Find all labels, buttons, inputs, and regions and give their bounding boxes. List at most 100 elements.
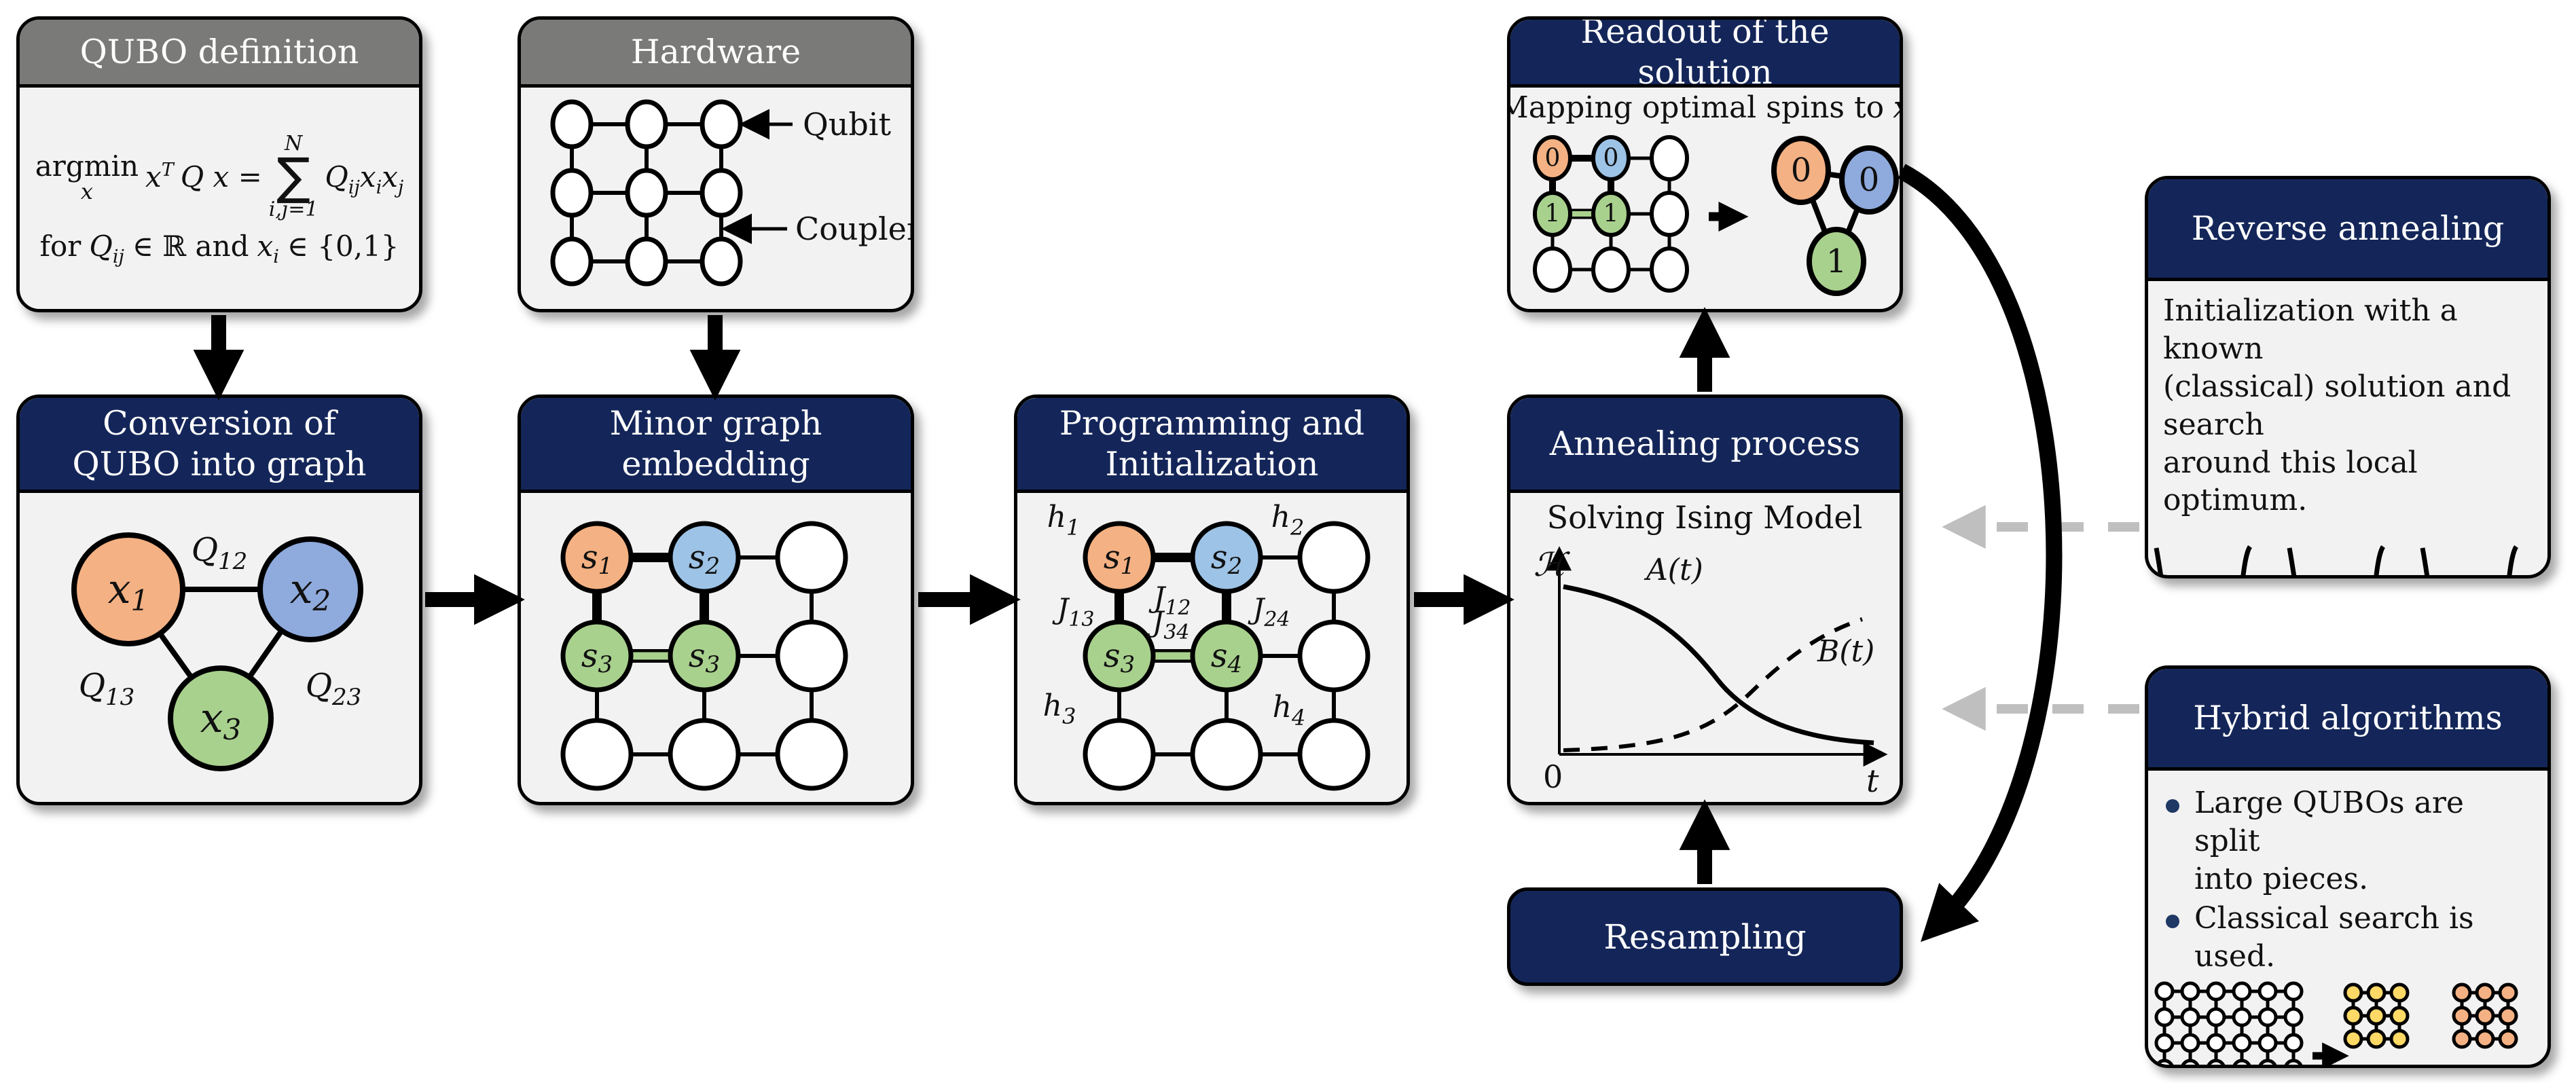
readout-subtitle: Mapping optimal spins to x <box>1510 90 1900 125</box>
svg-text:s3: s3 <box>581 637 613 678</box>
embedded-node-s1 <box>560 521 634 594</box>
coupling-label-j13: J13 <box>1051 592 1094 631</box>
embedded-node-s2 <box>668 521 741 594</box>
hardware-grid-graphic: Qubit Coupler <box>550 99 911 287</box>
result-node-x1 <box>1771 136 1831 205</box>
prog-node-s1 <box>1083 521 1156 594</box>
readout-grid-node-s3 <box>1533 191 1572 237</box>
hardware-qubits <box>550 99 743 287</box>
y-axis-label: ℋ <box>1534 546 1570 584</box>
bias-label-h4: h4 <box>1273 690 1306 731</box>
qubo-definition-header: QUBO definition <box>20 20 419 88</box>
svg-text:s2: s2 <box>689 538 720 580</box>
svg-text:0: 0 <box>1791 151 1812 189</box>
minor-embedding-body: s1 s2 s3 s3 <box>521 493 911 802</box>
bias-label-h1: h1 <box>1047 500 1081 540</box>
energy-landscape-sequence <box>2148 519 2547 579</box>
resampling-title: Resampling <box>1603 917 1807 957</box>
svg-text:x3: x3 <box>200 695 242 746</box>
svg-text:0: 0 <box>1603 145 1619 172</box>
conversion-box: Conversion of QUBO into graph x1 x2 x3 Q… <box>16 394 422 805</box>
bullet-icon <box>2166 914 2179 928</box>
x-axis-label: t <box>1866 763 1879 799</box>
annealing-box: Annealing process Solving Ising Model ℋ … <box>1507 394 1903 805</box>
bias-label-h3: h3 <box>1043 689 1076 729</box>
reverse-annealing-box: Reverse annealing Initialization with a … <box>2145 176 2551 579</box>
programming-body: s1 s2 s3 s4 h1 h2 h3 h4 J12 J13 J24 J34 <box>1017 493 1407 802</box>
edge-label-q13: Q13 <box>79 667 135 711</box>
embedded-node-s3b <box>668 619 741 693</box>
svg-text:s1: s1 <box>581 538 613 580</box>
svg-text:s3: s3 <box>689 637 720 678</box>
argmin-operator: argmin x <box>35 149 139 204</box>
prog-node-s2 <box>1190 521 1263 594</box>
hardware-body: Qubit Coupler <box>521 88 911 309</box>
svg-text:x2: x2 <box>290 566 331 617</box>
bullet-item: Classical search is used. <box>2166 900 2538 976</box>
embedded-node-s3a <box>560 619 634 693</box>
large-qubo-grid <box>2154 981 2304 1065</box>
readout-box: Readout of the solution Mapping optimal … <box>1507 16 1903 312</box>
qubit-label: Qubit <box>803 106 891 143</box>
curve-B-dashed <box>1563 617 1863 752</box>
curve-A <box>1563 584 1874 746</box>
summation-operator: N ∑ i,j=1 <box>268 132 319 221</box>
reverse-annealing-header: Reverse annealing <box>2148 179 2547 281</box>
svg-text:1: 1 <box>1826 242 1847 280</box>
svg-text:0: 0 <box>1859 161 1880 199</box>
readout-grid-node-s2 <box>1591 135 1631 181</box>
readout-result-triangle: 0 0 1 <box>1771 136 1899 296</box>
edge-label-q23: Q23 <box>306 667 362 711</box>
annealing-body: Solving Ising Model ℋ 0 t A(t) B(t) <box>1510 493 1900 802</box>
conversion-body: x1 x2 x3 Q12 Q13 Q23 <box>20 493 419 802</box>
embedding-grid: s1 s2 s3 s3 <box>560 521 848 791</box>
minor-embedding-box: Minor graph embedding <box>518 394 914 805</box>
readout-grid-node-s4 <box>1591 191 1631 237</box>
hybrid-algorithms-box: Hybrid algorithms Large QUBOs are split … <box>2145 665 2551 1068</box>
origin-label: 0 <box>1543 758 1563 795</box>
plot-title: Solving Ising Model <box>1547 499 1863 536</box>
graph-node-x1 <box>71 532 185 646</box>
graph-node-x2 <box>257 536 363 642</box>
programming-box: Programming and Initialization <box>1014 394 1410 805</box>
svg-text:1: 1 <box>1603 200 1619 228</box>
hardware-header: Hardware <box>521 20 911 88</box>
hardware-box: Hardware Qubit Coupler <box>518 16 914 312</box>
bullet-item: Large QUBOs are split into pieces. <box>2166 784 2538 898</box>
resampling-box: Resampling <box>1507 887 1903 986</box>
minor-embedding-header: Minor graph embedding <box>521 398 911 493</box>
reverse-annealing-body: Initialization with a known (classical) … <box>2148 281 2547 579</box>
svg-text:s3: s3 <box>1104 637 1135 678</box>
hardware-title: Hardware <box>630 32 801 71</box>
curve-B-label: B(t) <box>1817 634 1874 669</box>
reverse-annealing-description: Initialization with a known (classical) … <box>2163 293 2511 518</box>
bias-label-h2: h2 <box>1271 500 1305 540</box>
sub-qubo-grid-yellow <box>2343 983 2410 1049</box>
annealing-schedule-plot: Solving Ising Model ℋ 0 t A(t) B(t) <box>1534 499 1888 799</box>
programming-grid: s1 s2 s3 s4 h1 h2 h3 h4 J12 J13 J24 J34 <box>1043 500 1371 791</box>
landscape-search <box>2289 547 2383 579</box>
svg-text:s4: s4 <box>1211 637 1242 678</box>
svg-text:x1: x1 <box>108 566 149 617</box>
readout-grid: 0 0 1 1 <box>1533 135 1689 293</box>
hybrid-bullet-list: Large QUBOs are split into pieces. Class… <box>2148 771 2547 976</box>
bullet-icon <box>2166 799 2179 813</box>
svg-text:0: 0 <box>1545 145 1561 172</box>
landscape-initial <box>2156 547 2250 579</box>
prog-node-s3 <box>1083 619 1156 693</box>
qubo-graph: x1 x2 x3 Q12 Q13 Q23 <box>71 531 363 771</box>
qubo-splitting-graphic <box>2154 981 2518 1065</box>
result-node-x3 <box>1807 227 1866 296</box>
graph-node-x3 <box>168 665 274 771</box>
coupler-label: Coupler <box>795 210 911 247</box>
programming-header: Programming and Initialization <box>1017 398 1407 493</box>
curve-A-label: A(t) <box>1644 553 1703 587</box>
sigma-icon: ∑ <box>276 147 311 206</box>
readout-body: Mapping optimal spins to x <box>1510 88 1900 309</box>
